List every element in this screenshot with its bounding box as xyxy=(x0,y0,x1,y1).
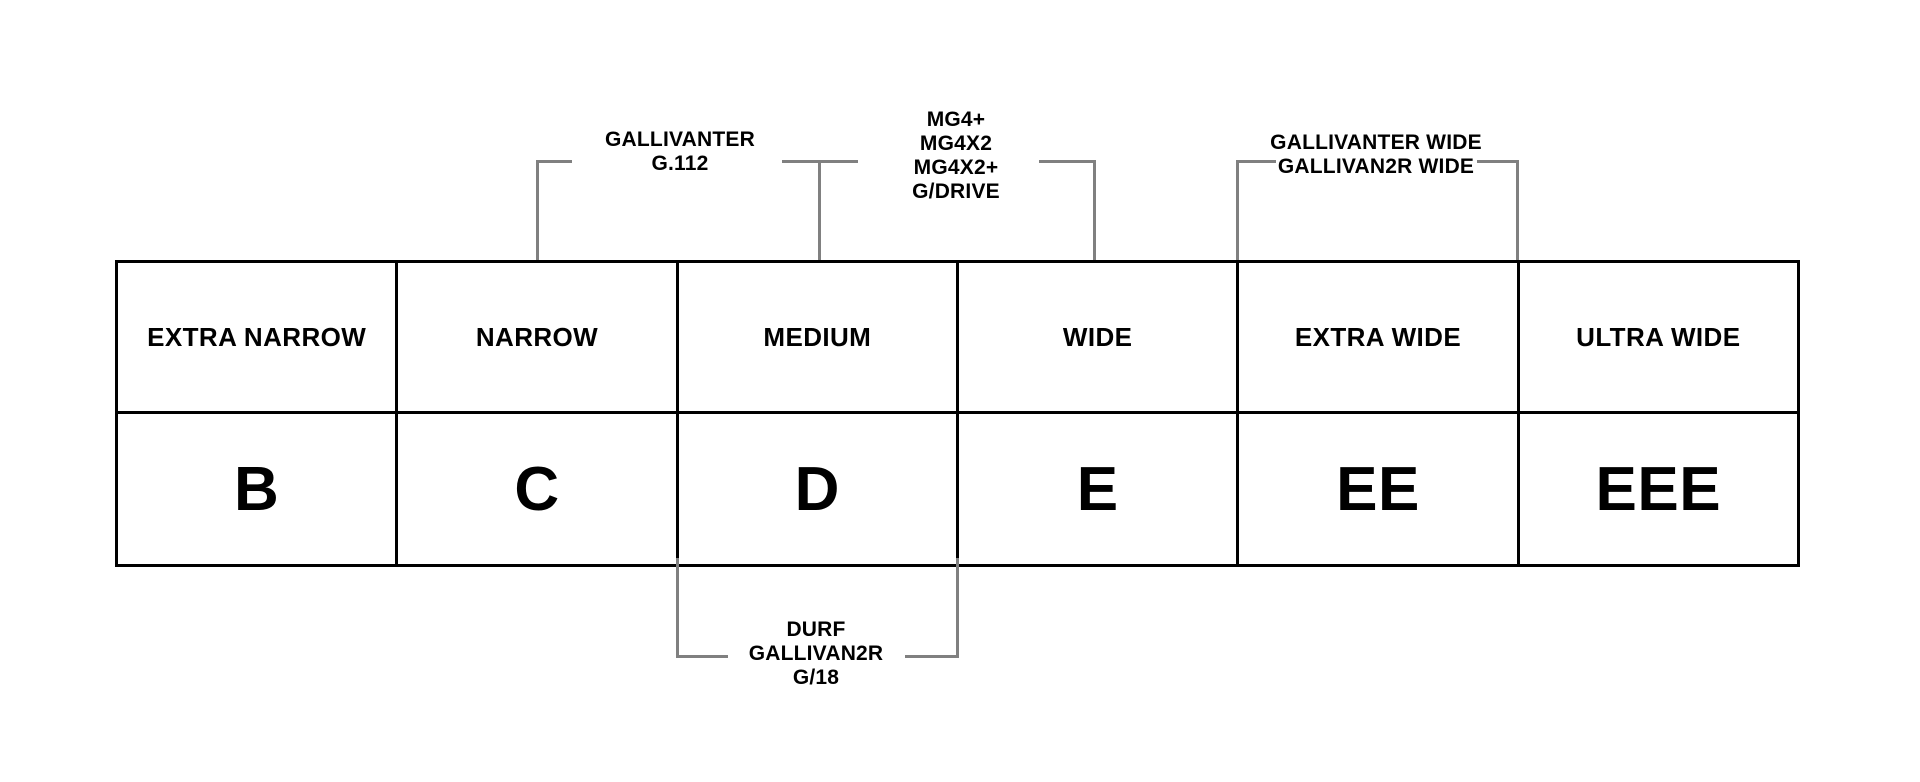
cell-letter-b[interactable]: B xyxy=(114,411,399,567)
cell-letter-e[interactable]: E xyxy=(955,411,1240,567)
bracket-durf-left-leg xyxy=(676,558,679,658)
bracket-durf-right-stub xyxy=(905,655,959,658)
bracket-durf-left-stub xyxy=(676,655,728,658)
bracket-durf-right-leg xyxy=(956,558,959,658)
cell-header-extra-wide[interactable]: EXTRA WIDE xyxy=(1236,260,1520,414)
bracket-gallivanter-left-stub xyxy=(536,160,572,163)
bracket-label-mg4: MG4+ MG4X2 MG4X2+ G/DRIVE xyxy=(861,108,1051,204)
bracket-gallivanter-wide-line-2: GALLIVAN2R WIDE xyxy=(1277,154,1475,178)
bracket-gallivanter-wide-left-stub xyxy=(1236,160,1276,163)
bracket-gallivanter-right-stub xyxy=(782,160,821,163)
table-row-headers: EXTRA NARROW NARROW MEDIUM WIDE EXTRA WI… xyxy=(114,260,1801,414)
bracket-mg4-line-4: G/DRIVE xyxy=(912,179,1000,203)
cell-letter-eee[interactable]: EEE xyxy=(1516,411,1801,567)
cell-header-medium[interactable]: MEDIUM xyxy=(675,260,959,414)
cell-letter-c[interactable]: C xyxy=(395,411,679,567)
bracket-gallivanter-line-2: G.112 xyxy=(651,151,709,175)
bracket-gallivanter-left-leg xyxy=(536,160,539,260)
bracket-durf-line-1: DURF xyxy=(786,618,846,641)
cell-header-ultra-wide[interactable]: ULTRA WIDE xyxy=(1516,260,1801,414)
cell-header-wide[interactable]: WIDE xyxy=(955,260,1240,414)
bracket-mg4-left-stub xyxy=(818,160,858,163)
bracket-mg4-left-leg xyxy=(818,160,821,260)
bracket-durf-line-2: GALLIVAN2R xyxy=(748,641,884,665)
bracket-mg4-right-leg xyxy=(1093,160,1096,260)
bracket-label-gallivanter-wide: GALLIVANTER WIDE GALLIVAN2R WIDE xyxy=(1226,131,1526,179)
bracket-durf-line-3: G/18 xyxy=(792,665,840,689)
bracket-gallivanter-line-1: GALLIVANTER xyxy=(605,128,755,151)
bracket-label-gallivanter: GALLIVANTER G.112 xyxy=(530,128,830,176)
cell-letter-d[interactable]: D xyxy=(675,411,959,567)
bracket-label-durf: DURF GALLIVAN2R G/18 xyxy=(666,618,966,690)
cell-letter-ee[interactable]: EE xyxy=(1236,411,1520,567)
bracket-mg4-line-2: MG4X2 xyxy=(919,131,993,155)
bracket-mg4-line-1: MG4+ xyxy=(926,108,986,131)
bracket-gallivanter-wide-left-leg xyxy=(1236,160,1239,260)
bracket-gallivanter-wide-right-stub xyxy=(1477,160,1519,163)
bracket-gallivanter-wide-line-1: GALLIVANTER WIDE xyxy=(1270,131,1482,154)
cell-header-extra-narrow[interactable]: EXTRA NARROW xyxy=(114,260,399,414)
size-grid-table: EXTRA NARROW NARROW MEDIUM WIDE EXTRA WI… xyxy=(114,260,1801,567)
table-row-letters: B C D E EE EEE xyxy=(114,411,1801,567)
bracket-mg4-line-3: MG4X2+ xyxy=(913,155,999,179)
cell-header-narrow[interactable]: NARROW xyxy=(395,260,679,414)
bracket-gallivanter-wide-right-leg xyxy=(1516,160,1519,260)
bracket-mg4-right-stub xyxy=(1039,160,1096,163)
